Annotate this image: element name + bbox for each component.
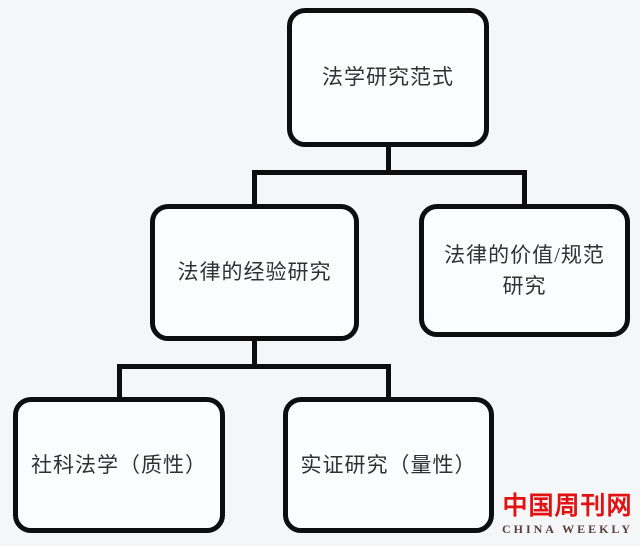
node-label: 社科法学（质性）	[31, 452, 207, 477]
node-label: 法律的价值/规范研究	[444, 243, 605, 298]
node-social-science-law-qualitative: 社科法学（质性）	[13, 397, 225, 533]
connector-empirical-down	[252, 338, 257, 369]
node-label: 实证研究（量性）	[300, 452, 477, 477]
connector-root-down	[386, 145, 391, 175]
node-label: 法律的经验研究	[177, 260, 332, 285]
connector-to-quantitative	[386, 364, 391, 401]
node-legal-research-paradigm: 法学研究范式	[287, 8, 489, 147]
node-empirical-research-quantitative: 实证研究（量性）	[283, 397, 494, 533]
watermark: 中国周刊网 CHINA WEEKLY	[501, 492, 633, 537]
node-label: 法学研究范式	[322, 65, 454, 90]
node-value-normative-study-of-law: 法律的价值/规范研究	[419, 204, 630, 337]
node-empirical-study-of-law: 法律的经验研究	[150, 204, 359, 341]
watermark-brand-subtext: CHINA WEEKLY	[501, 522, 633, 536]
connector-level3-horizontal	[117, 364, 391, 369]
connector-to-qualitative	[117, 364, 122, 401]
watermark-brand-text: 中国周刊网	[502, 492, 633, 520]
connector-to-empirical	[252, 170, 257, 208]
connector-level2-horizontal	[252, 170, 527, 175]
connector-to-normative	[522, 170, 527, 208]
